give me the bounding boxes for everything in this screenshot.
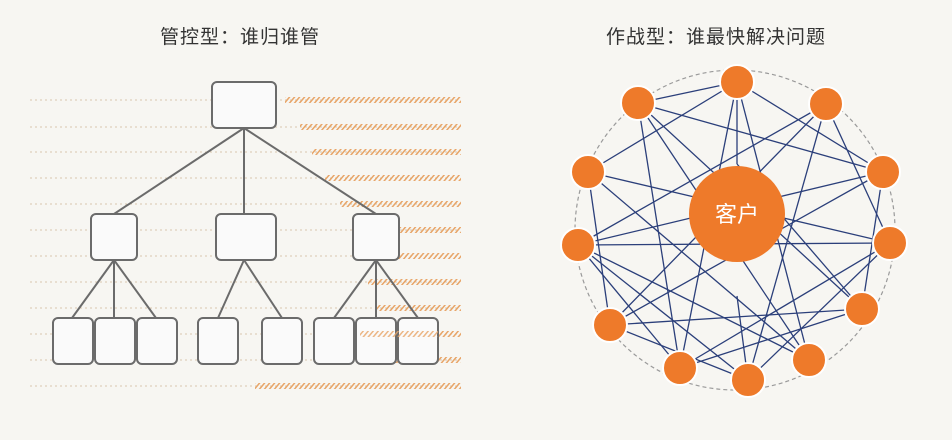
network-node: [808, 86, 844, 122]
root-box: [211, 81, 277, 129]
network-diagram: 客户: [560, 64, 908, 398]
center-label: 客户: [715, 203, 759, 228]
hierarchy-diagram: [30, 81, 461, 389]
network-node: [872, 225, 908, 261]
network-node: [620, 85, 656, 121]
mid-box: [90, 213, 138, 261]
leaf-box: [197, 317, 239, 365]
network-node: [719, 64, 755, 100]
network-node: [791, 342, 827, 378]
network-node: [662, 350, 698, 386]
combat-panel: 作战型：谁最快解决问题: [480, 0, 952, 440]
network-node: [730, 362, 766, 398]
leaf-box: [261, 317, 303, 365]
network-node: [592, 307, 628, 343]
control-title: 管控型：谁归谁管: [159, 26, 320, 48]
hierarchy-connectors: [71, 127, 419, 319]
hatch-overlay: [360, 331, 438, 337]
leaf-box: [355, 317, 397, 365]
outer-nodes: [560, 64, 908, 398]
network-node: [844, 291, 880, 327]
mid-box: [352, 213, 400, 261]
network-node: [560, 227, 596, 263]
hierarchy-boxes: [52, 81, 439, 365]
control-panel: 管控型：谁归谁管: [30, 26, 461, 389]
center-node: [689, 166, 785, 262]
leaf-box: [52, 317, 94, 365]
combat-title: 作战型：谁最快解决问题: [605, 26, 826, 48]
leaf-box: [94, 317, 136, 365]
leaf-box: [397, 317, 439, 365]
network-node: [865, 154, 901, 190]
mid-box: [215, 213, 277, 261]
leaf-box: [136, 317, 178, 365]
leaf-box: [313, 317, 355, 365]
network-node: [570, 154, 606, 190]
